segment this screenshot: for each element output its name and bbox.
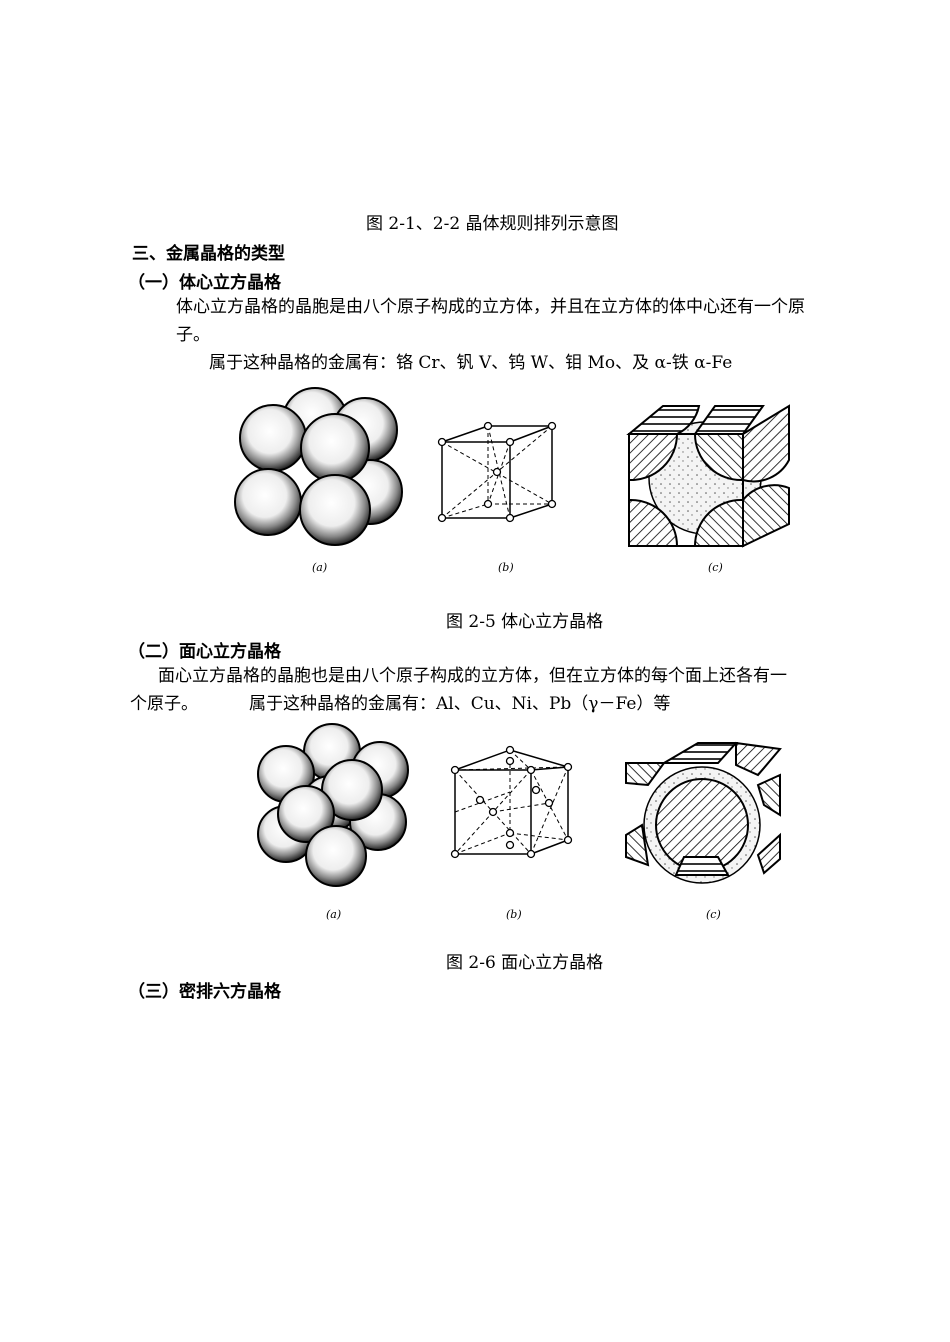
bcc-caption: 图 2-5 体心立方晶格: [446, 612, 604, 632]
fcc-metals: 属于这种晶格的金属有：Al、Cu、Ni、Pb（γ－Fe）等: [249, 694, 671, 714]
bcc-description-line2: 子。: [176, 325, 210, 345]
fcc-heading: （二）面心立方晶格: [128, 642, 281, 662]
bcc-heading: （一）体心立方晶格: [128, 273, 281, 293]
fcc-description-line1: 面心立方晶格的晶胞也是由八个原子构成的立方体，但在立方体的每个面上还各有一: [158, 666, 787, 686]
fcc-label-a: (a): [326, 908, 342, 921]
figure-caption-2-1: 图 2-1、2-2 晶体规则排列示意图: [366, 214, 619, 234]
bcc-label-c: (c): [708, 561, 723, 574]
bcc-metals: 属于这种晶格的金属有：铬 Cr、钒 V、钨 W、钼 Mo、及 α-铁 α-Fe: [209, 353, 733, 373]
bcc-label-b: (b): [498, 561, 514, 574]
bcc-description-line1: 体心立方晶格的晶胞是由八个原子构成的立方体，并且在立方体的体中心还有一个原: [176, 297, 805, 317]
bcc-unit-cell-cut: [626, 404, 790, 548]
fcc-label-c: (c): [706, 908, 721, 921]
fcc-sphere-model: [257, 723, 409, 887]
bcc-label-a: (a): [312, 561, 328, 574]
fcc-unit-cell-cut: [625, 741, 782, 884]
bcc-sphere-model: [234, 387, 403, 546]
hcp-heading: （三）密排六方晶格: [128, 982, 281, 1002]
fcc-label-b: (b): [506, 908, 522, 921]
fcc-lattice-diagram: [450, 745, 573, 859]
fcc-caption: 图 2-6 面心立方晶格: [446, 953, 604, 973]
section-title: 三、金属晶格的类型: [132, 244, 285, 264]
fcc-description-line2: 个原子。: [130, 694, 198, 714]
bcc-lattice-diagram: [437, 421, 557, 523]
